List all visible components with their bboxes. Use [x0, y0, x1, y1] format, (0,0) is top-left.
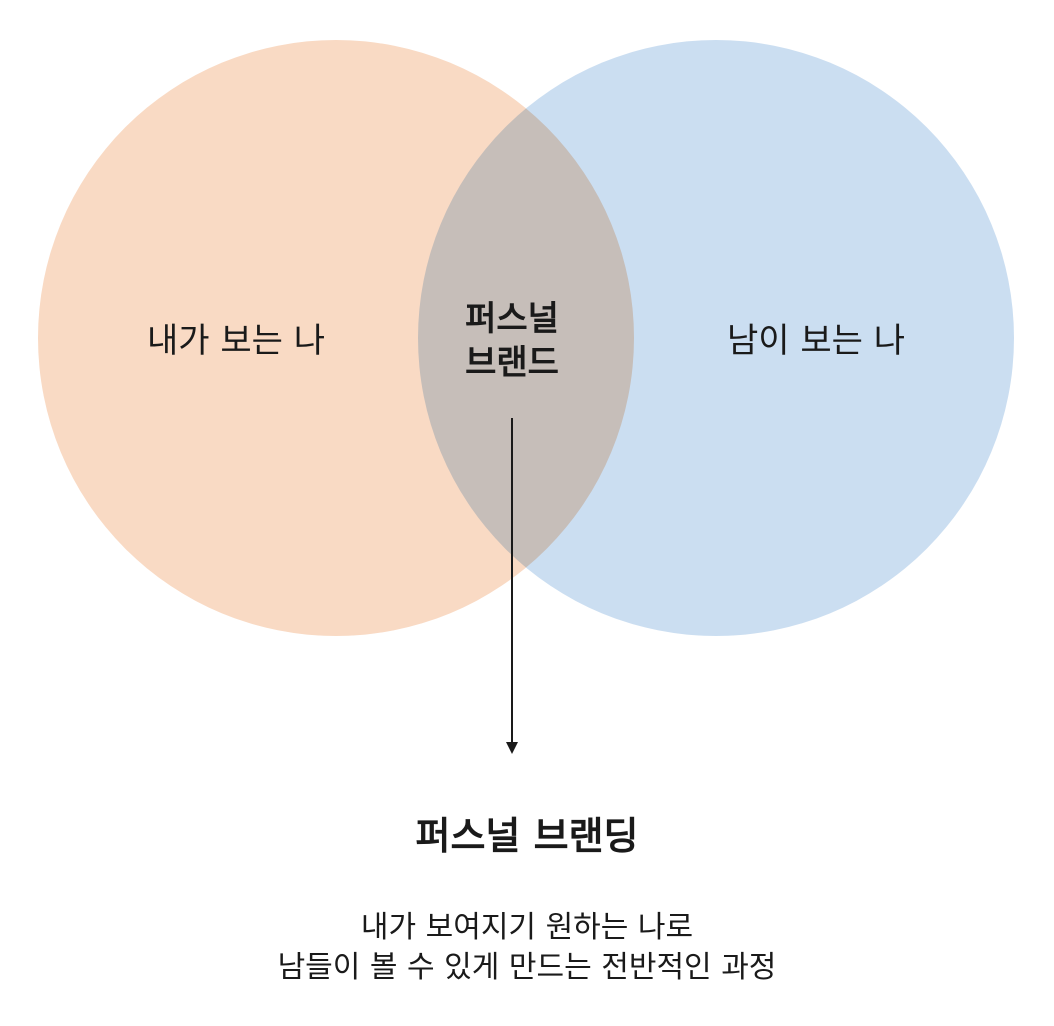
intersection-label-line1: 퍼스널	[465, 299, 559, 339]
right-circle	[418, 40, 1014, 636]
result-description-line2: 남들이 볼 수 있게 만드는 전반적인 과정	[277, 950, 777, 985]
right-circle-label: 남이 보는 나	[727, 321, 905, 361]
result-title: 퍼스널 브랜딩	[415, 814, 639, 858]
intersection-label-line2: 브랜드	[465, 343, 559, 383]
left-circle-label: 내가 보는 나	[147, 321, 325, 361]
result-description-line1: 내가 보여지기 원하는 나로	[360, 910, 694, 945]
